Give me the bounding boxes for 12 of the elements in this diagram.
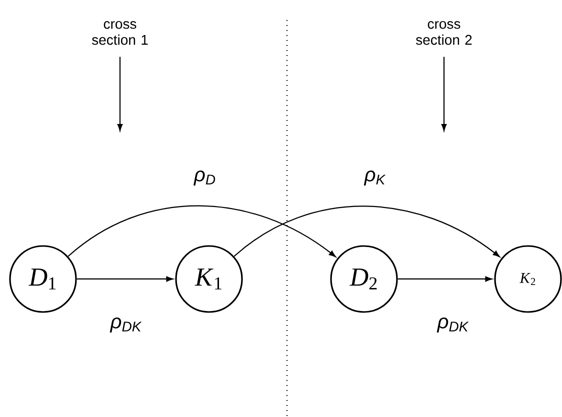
arrow (117, 56, 123, 131)
arrow (76, 276, 174, 282)
arrow (398, 276, 492, 282)
edge-label: ρ$_{K}$ (364, 170, 386, 186)
section-label: cross section 2 (416, 21, 472, 45)
edge-label: ρ$_{D}$ (193, 170, 216, 186)
arrow (441, 56, 447, 131)
arrow (234, 206, 500, 258)
edge-label: ρ$_{DK}$ (436, 318, 469, 332)
section-label: cross section 1 (92, 21, 148, 45)
edge-label: ρ$_{DK}$ (110, 318, 142, 332)
arrow (68, 205, 336, 258)
